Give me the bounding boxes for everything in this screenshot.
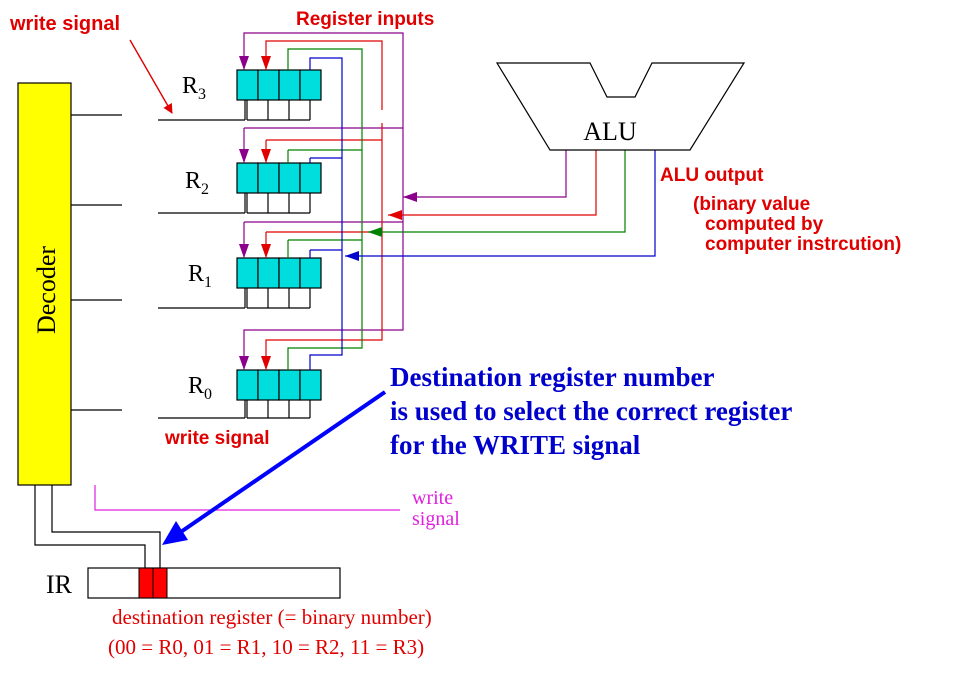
register-label-r0: R0: [188, 373, 212, 403]
register-label-r1: R1: [188, 261, 212, 291]
register-r0: [236, 369, 322, 419]
write-magenta-line-2: signal: [412, 508, 460, 530]
callout-arrowhead: [162, 521, 188, 545]
alu-note-line-1: (binary value: [693, 194, 810, 215]
callout-line-3: for the WRITE signal: [390, 430, 641, 460]
callout-arrow-line: [170, 390, 387, 540]
write-signal-pointer: [129, 39, 173, 114]
alu-output-label: ALU output: [660, 165, 764, 186]
ir-dest-bit-0: [152, 567, 168, 599]
dest-note-line-2: (00 = R0, 01 = R1, 10 = R2, 11 = R3): [108, 635, 424, 659]
register-r3: [236, 69, 322, 121]
red-input-wires: [265, 40, 597, 370]
alu-note-line-3: computer instrcution): [705, 234, 901, 255]
purple-arrowheads: [239, 56, 417, 370]
decoder-to-ir-wires: [34, 485, 161, 568]
decoder-label: Decoder: [32, 246, 61, 334]
decoder-output-lines: [71, 100, 246, 419]
blue-arrowhead: [345, 251, 359, 261]
register-label-r2: R2: [185, 168, 209, 198]
ir-label: IR: [46, 570, 73, 599]
write-signal-line: [94, 485, 400, 511]
decoder-box: [17, 82, 72, 486]
register-label-r3: R3: [182, 73, 206, 103]
register-r1: [236, 257, 322, 309]
register-inputs-label: Register inputs: [296, 9, 434, 30]
alu-note-line-2: computed by: [705, 214, 824, 235]
dest-note-line-1: destination register (= binary number): [112, 605, 432, 629]
callout-line-2: is used to select the correct register: [390, 396, 792, 426]
green-input-wires: [287, 48, 626, 370]
alu-shape: [495, 62, 746, 151]
ir-box: [87, 567, 341, 599]
blue-input-wires: [309, 57, 656, 370]
callout-line-1: Destination register number: [390, 362, 714, 392]
red-arrowheads: [261, 56, 402, 370]
green-arrowhead: [368, 227, 382, 237]
ir-dest-bit-1: [138, 567, 154, 599]
write-signal-bottom-label: write signal: [164, 428, 270, 449]
write-signal-top-label: write signal: [9, 13, 120, 35]
purple-input-wires: [243, 32, 567, 370]
alu-label: ALU: [583, 117, 637, 146]
write-magenta-line-1: write: [412, 487, 453, 509]
register-r2: [236, 162, 322, 214]
